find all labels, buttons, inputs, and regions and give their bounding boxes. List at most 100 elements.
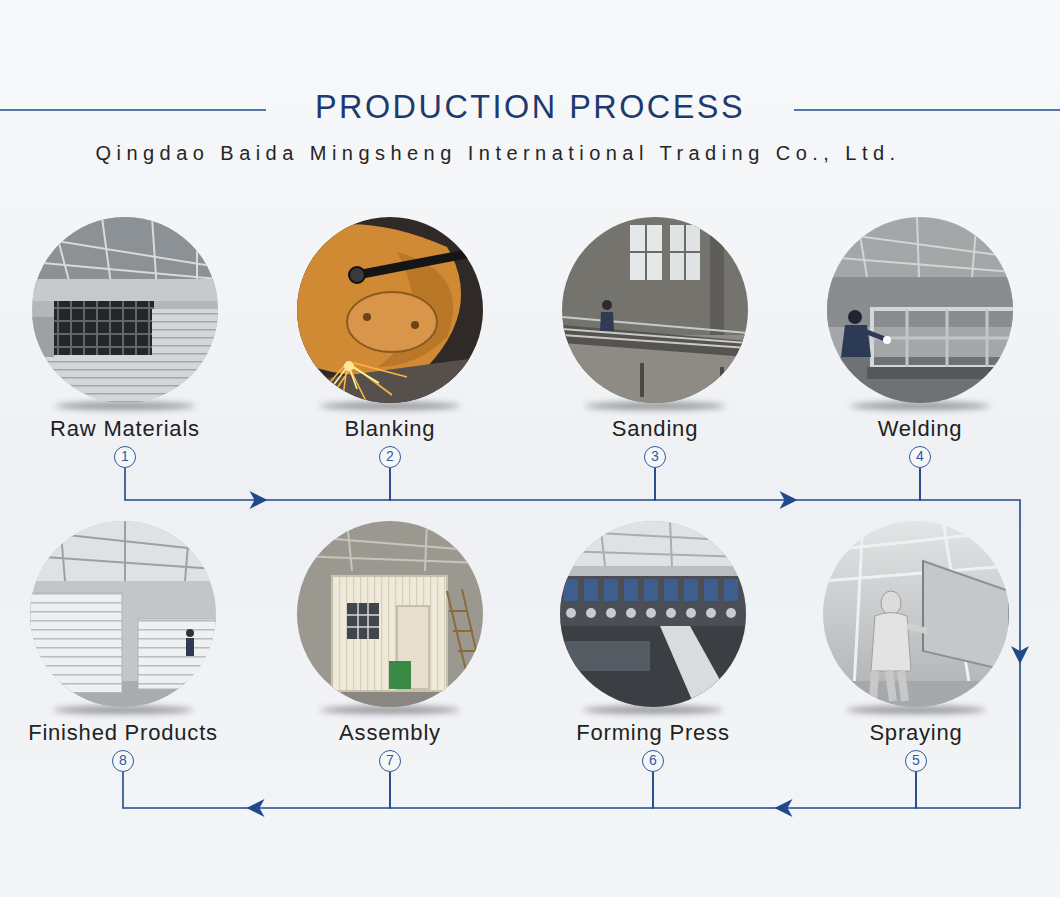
process-step: Spraying5 bbox=[806, 521, 1026, 772]
step-label: Spraying bbox=[869, 720, 962, 746]
forming-press-photo-part-part-part bbox=[726, 608, 736, 618]
raw-materials-photo-part bbox=[32, 217, 218, 403]
raw-materials-photo-part-part bbox=[32, 317, 54, 357]
step-number: 4 bbox=[909, 446, 931, 468]
step-number: 2 bbox=[379, 446, 401, 468]
welding-photo-part-part bbox=[848, 310, 862, 324]
welding-photo-part-part bbox=[872, 309, 1022, 367]
finished-products-photo-part-part bbox=[186, 629, 194, 637]
spraying-photo-part-part bbox=[823, 681, 1009, 707]
raw-materials-photo bbox=[32, 217, 218, 403]
flow-line bbox=[390, 772, 653, 808]
photo-shadows-part bbox=[846, 706, 986, 714]
spraying-photo-part bbox=[823, 521, 1009, 707]
forming-press-photo-part-part bbox=[560, 521, 746, 566]
photo-area bbox=[560, 521, 746, 707]
photo-shadows-part bbox=[55, 402, 195, 410]
step-label: Assembly bbox=[339, 720, 441, 746]
blanking-photo-part-part bbox=[317, 363, 407, 403]
assembly-photo-part bbox=[297, 521, 483, 707]
blanking-photo-part-part bbox=[347, 292, 437, 352]
step-number: 8 bbox=[112, 750, 134, 772]
arrow-head bbox=[247, 799, 265, 817]
blanking-photo-part-part-part bbox=[332, 366, 379, 389]
arrow-head bbox=[1011, 646, 1029, 664]
welding-photo-part-part bbox=[827, 357, 1013, 403]
process-step: Blanking2 bbox=[280, 217, 500, 468]
flow-connector bbox=[653, 772, 916, 817]
forming-press-photo-part-part-part bbox=[564, 579, 578, 601]
text-row: 7 bbox=[280, 750, 500, 772]
blanking-photo-part-part bbox=[349, 267, 365, 283]
process-step: Forming Press 6 bbox=[543, 521, 763, 772]
finished-products-photo-part bbox=[30, 521, 216, 707]
header: PRODUCTION PROCESS Qingdao Baida Mingshe… bbox=[0, 0, 1060, 1]
text-row: Welding bbox=[810, 416, 1030, 442]
welding-photo-part-part bbox=[827, 277, 1013, 327]
finished-products-photo-part-part bbox=[30, 521, 216, 707]
title-rule-part bbox=[794, 109, 1060, 111]
arrow-head bbox=[775, 799, 793, 817]
forming-press-photo-part-part-part bbox=[684, 579, 698, 601]
photo-area bbox=[30, 521, 216, 707]
spraying-photo bbox=[823, 521, 1009, 707]
text-row: 1 bbox=[15, 446, 235, 468]
spraying-photo-part-part bbox=[873, 671, 905, 701]
sanding-photo-part-part bbox=[572, 357, 722, 399]
finished-products-photo-part-part bbox=[186, 638, 194, 656]
company-name: Qingdao Baida Mingsheng International Tr… bbox=[0, 140, 1028, 166]
flow-connector bbox=[655, 468, 920, 509]
blanking-photo-part-part bbox=[344, 361, 354, 371]
assembly-photo-part-part bbox=[297, 521, 483, 707]
process-step: Finished Products8 bbox=[13, 521, 233, 772]
finished-products-photo bbox=[30, 521, 216, 707]
blanking-photo-part-part bbox=[357, 249, 492, 275]
sanding-photo-part-part bbox=[602, 300, 612, 310]
photo-shadows-part bbox=[320, 402, 460, 410]
forming-press-photo-part-part bbox=[560, 521, 746, 566]
blanking-photo-part bbox=[287, 217, 492, 403]
text-row: Raw Materials bbox=[15, 416, 235, 442]
flow-connector bbox=[125, 468, 390, 509]
assembly-photo-part-part bbox=[389, 661, 411, 689]
forming-press-photo-part-part-part bbox=[646, 608, 656, 618]
text-row: Spraying bbox=[806, 720, 1026, 746]
step-label: Raw Materials bbox=[50, 416, 200, 442]
flow-line bbox=[123, 772, 390, 808]
forming-press-photo-part-part-part bbox=[566, 608, 576, 618]
photo-shadows-part bbox=[583, 706, 723, 714]
process-step: Raw Materials 1 bbox=[15, 217, 235, 468]
welding-photo-part-part bbox=[872, 309, 1022, 367]
photo-shadows-part bbox=[585, 402, 725, 410]
forming-press-photo-part-part-part bbox=[626, 608, 636, 618]
flow-line bbox=[653, 772, 916, 808]
welding-photo bbox=[827, 217, 1022, 403]
text-row: Forming Press bbox=[543, 720, 763, 746]
forming-press-photo-part-part bbox=[560, 626, 746, 707]
raw-materials-photo-part-part bbox=[152, 309, 218, 357]
photo-area bbox=[32, 217, 218, 403]
text-row: 6 bbox=[543, 750, 763, 772]
blanking-photo-part-part bbox=[297, 357, 483, 403]
welding-photo-part bbox=[827, 217, 1022, 403]
welding-photo-part-part bbox=[827, 217, 1013, 277]
assembly-photo bbox=[297, 521, 483, 707]
text-row: Sanding bbox=[545, 416, 765, 442]
blanking-photo-part-part bbox=[411, 321, 419, 329]
forming-press-photo bbox=[560, 521, 746, 707]
finished-products-photo-part-part bbox=[30, 681, 216, 707]
title: PRODUCTION PROCESS bbox=[0, 84, 1060, 130]
forming-press-photo-part-part-part bbox=[624, 579, 638, 601]
forming-press-photo-part-part-part bbox=[686, 608, 696, 618]
blanking-photo-part-part bbox=[287, 224, 461, 376]
spraying-photo-part-part bbox=[823, 521, 1009, 707]
assembly-photo-part-part bbox=[297, 521, 483, 571]
finished-products-photo-part-part bbox=[30, 521, 216, 581]
blanking-photo bbox=[287, 217, 492, 403]
welding-photo-part-part bbox=[867, 367, 1013, 379]
title-rule-part bbox=[0, 109, 266, 111]
spraying-photo-part-part bbox=[923, 561, 1009, 671]
